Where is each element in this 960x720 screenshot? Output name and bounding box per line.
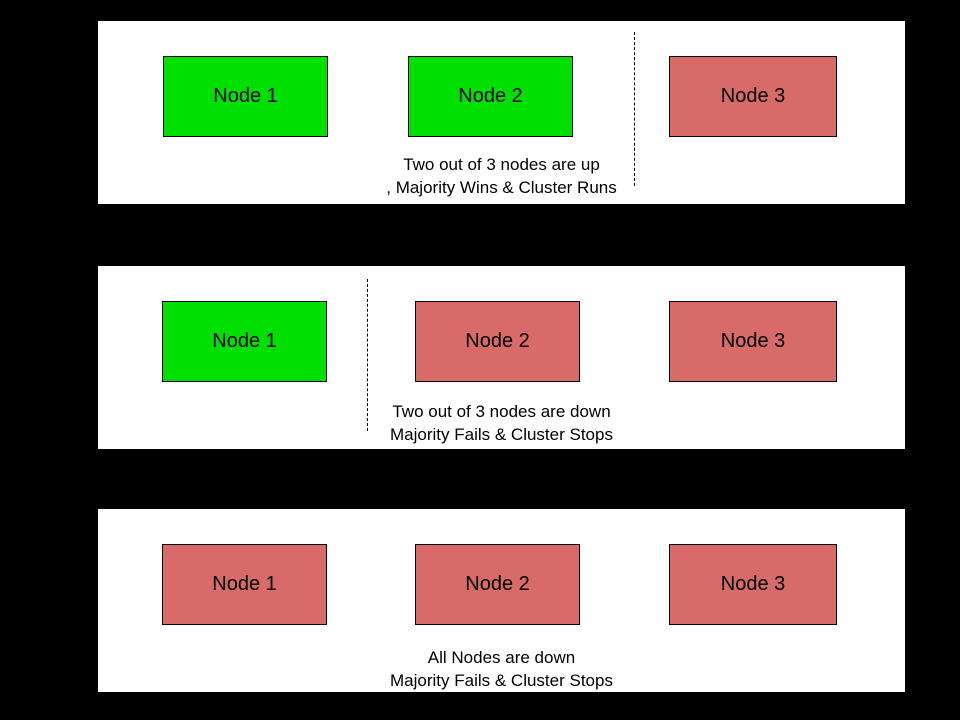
partition-divider-line <box>367 279 368 431</box>
panel-two-nodes-up: Node 1 Node 2 Node 3 Two out of 3 nodes … <box>97 20 906 205</box>
caption-line-1: Two out of 3 nodes are down <box>392 402 611 421</box>
node-box: Node 2 <box>415 544 580 625</box>
node-label: Node 3 <box>720 330 786 352</box>
node-box: Node 1 <box>162 544 327 625</box>
partition-divider-line <box>634 32 635 186</box>
caption-line-2: Majority Fails & Cluster Stops <box>390 671 613 690</box>
caption-line-1: All Nodes are down <box>427 648 576 667</box>
caption-line-1: Two out of 3 nodes are up <box>403 155 600 174</box>
node-box: Node 3 <box>669 544 837 625</box>
node-label: Node 3 <box>720 85 786 107</box>
node-box: Node 2 <box>415 301 580 382</box>
node-box: Node 2 <box>408 56 573 137</box>
caption-line-2: , Majority Wins & Cluster Runs <box>386 178 617 197</box>
panel-caption: All Nodes are down Majority Fails & Clus… <box>98 646 905 692</box>
caption-line-2: Majority Fails & Cluster Stops <box>390 425 613 444</box>
node-label: Node 2 <box>465 573 530 595</box>
node-label: Node 1 <box>213 85 278 107</box>
node-label: Node 3 <box>720 573 786 595</box>
node-box: Node 1 <box>163 56 328 137</box>
panel-caption: Two out of 3 nodes are up , Majority Win… <box>98 153 905 199</box>
node-label: Node 2 <box>465 330 530 352</box>
node-box: Node 3 <box>669 56 837 137</box>
panel-caption: Two out of 3 nodes are down Majority Fai… <box>98 400 905 446</box>
panel-all-nodes-down: Node 1 Node 2 Node 3 All Nodes are down … <box>97 508 906 693</box>
node-box: Node 3 <box>669 301 837 382</box>
node-box: Node 1 <box>162 301 327 382</box>
panel-two-nodes-down: Node 1 Node 2 Node 3 Two out of 3 nodes … <box>97 265 906 450</box>
node-label: Node 1 <box>212 573 277 595</box>
node-label: Node 2 <box>458 85 523 107</box>
node-label: Node 1 <box>212 330 277 352</box>
